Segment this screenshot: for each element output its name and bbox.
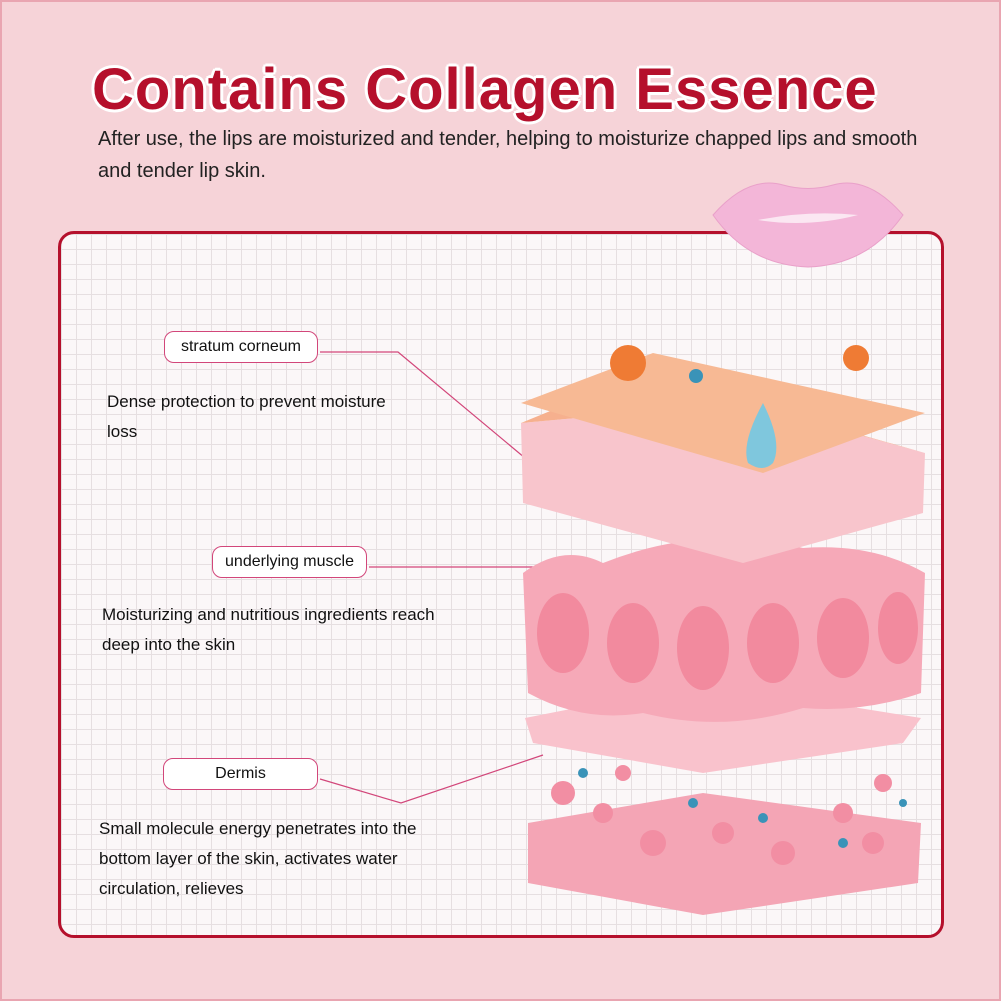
underlying-muscle-label: underlying muscle [212,546,367,578]
stratum-corneum-description: Dense protection to prevent moisture los… [107,392,386,441]
stratum-corneum-label: stratum corneum [164,331,318,363]
muscle-cells [537,592,918,690]
dermis-water-dots [578,768,907,848]
leader-line-stratum [320,351,532,464]
underlying-muscle-description: Moisturizing and nutritious ingredients … [102,605,435,654]
page-title: Contains Collagen Essence [92,57,878,122]
lip-mask-icon [712,182,904,268]
leader-line-dermis [319,754,544,804]
essence-droplets [610,345,869,468]
stratum-beads [521,353,925,473]
skin-layers-illustration [319,345,925,915]
skin-layers-panel [58,231,944,938]
dermis-description: Small molecule energy penetrates into th… [99,819,417,898]
subtitle: After use, the lips are moisturized and … [98,128,918,182]
dermis-bubbles [551,765,892,865]
dermis-label: Dermis [163,758,318,790]
dermis-base [528,793,921,915]
